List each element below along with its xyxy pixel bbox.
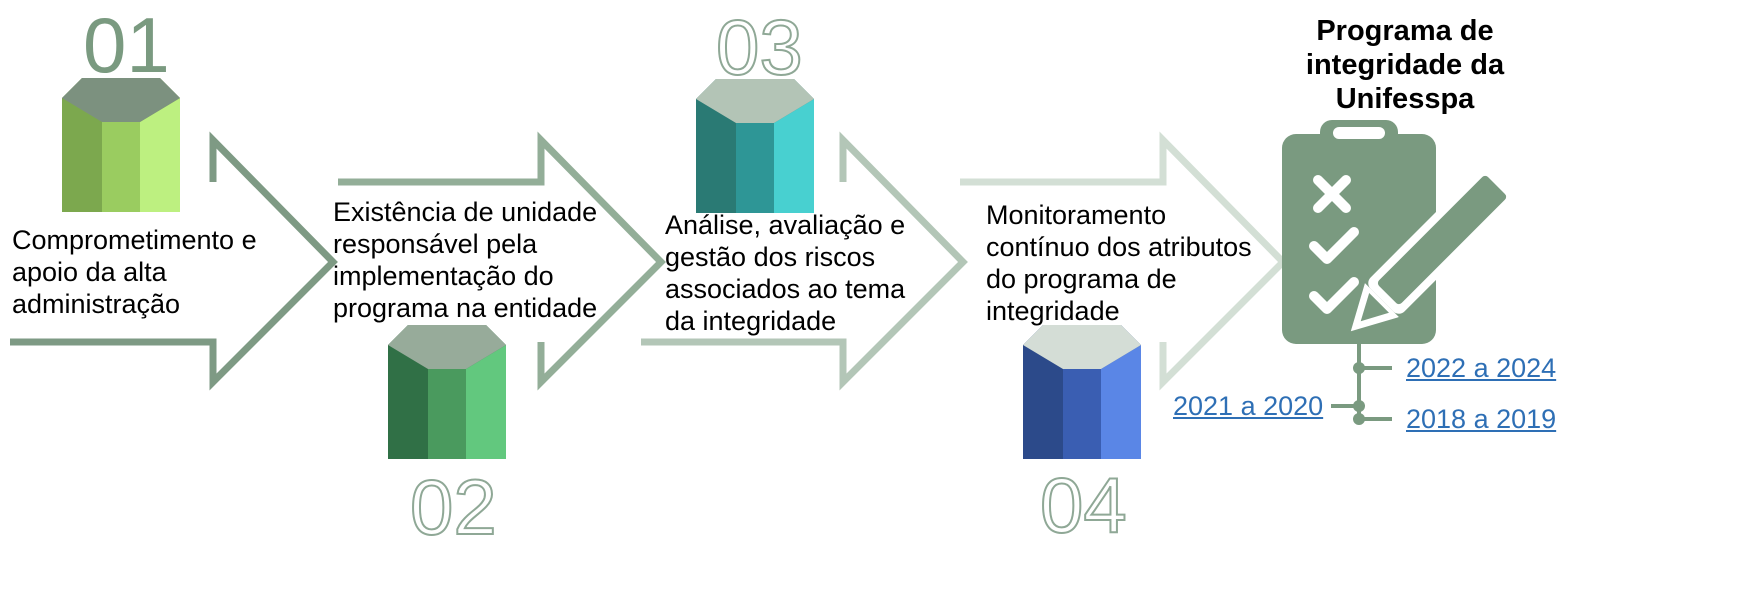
arrow-1 bbox=[10, 131, 338, 391]
program-title: Programa de integridade da Unifesspa bbox=[1305, 15, 1505, 115]
hex-prism-3 bbox=[696, 79, 814, 213]
step-number-2: 02 bbox=[409, 463, 498, 551]
link-2022-2024[interactable]: 2022 a 2024 bbox=[1406, 353, 1557, 383]
step-text-4: Monitoramento contínuo dos atributos do … bbox=[986, 200, 1252, 326]
step-number-4: 04 bbox=[1039, 461, 1128, 549]
link-2018-2019[interactable]: 2018 a 2019 bbox=[1406, 404, 1557, 434]
arrow-2 bbox=[338, 131, 666, 391]
step-number-3: 03 bbox=[715, 3, 804, 91]
step-text-1: Comprometimento e apoio da alta administ… bbox=[12, 225, 257, 319]
hex-prism-1 bbox=[62, 78, 180, 212]
step-text-2: Existência de unidade responsável pela i… bbox=[333, 197, 598, 323]
hex-prism-4 bbox=[1023, 325, 1141, 459]
step-number-1: 01 bbox=[83, 1, 170, 89]
timeline bbox=[1331, 344, 1392, 425]
arrow-3 bbox=[641, 131, 968, 391]
link-2021-2020[interactable]: 2021 a 2020 bbox=[1173, 391, 1324, 421]
step-text-3: Análise, avaliação e gestão dos riscos a… bbox=[665, 210, 906, 336]
arrow-4 bbox=[960, 131, 1288, 391]
hex-prism-2 bbox=[388, 325, 506, 459]
clipboard-checklist-icon bbox=[1282, 120, 1516, 344]
